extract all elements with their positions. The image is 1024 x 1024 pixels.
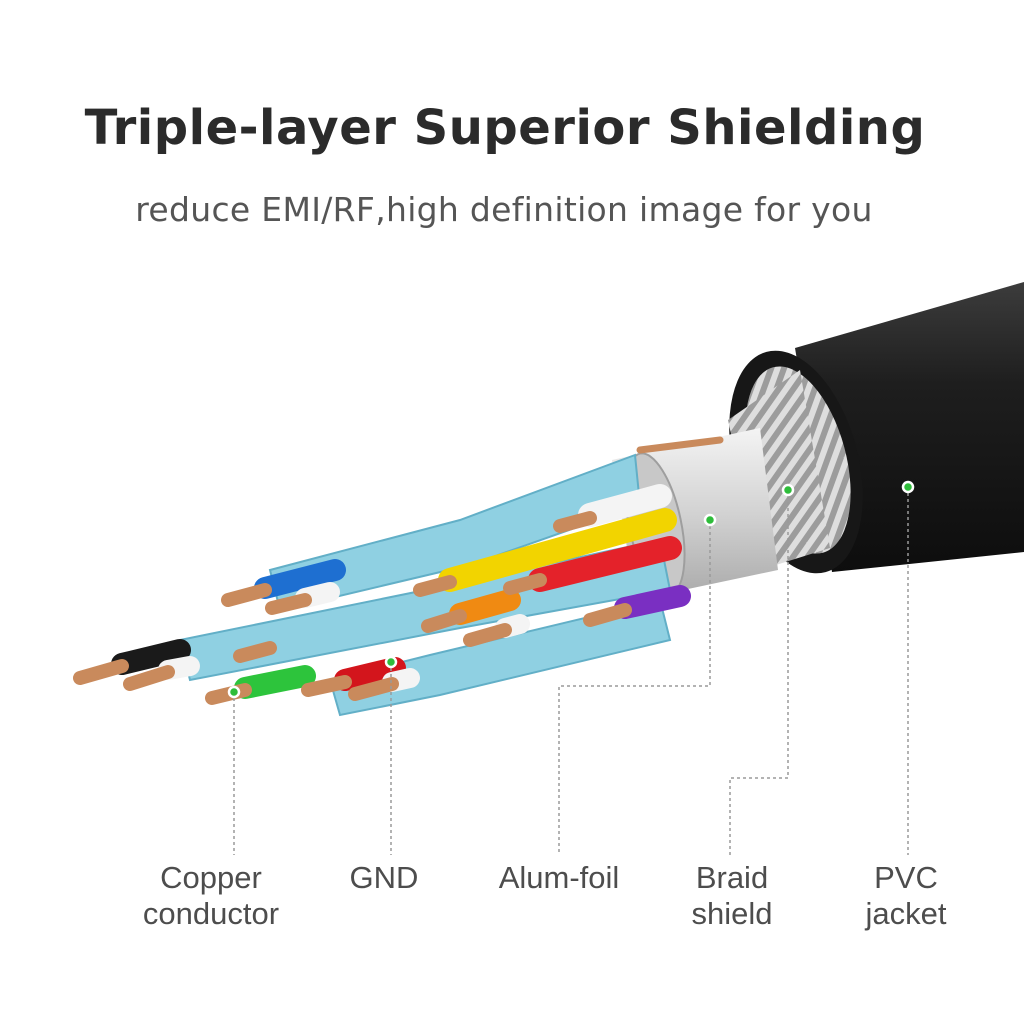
colored-wires [111, 484, 691, 699]
marker-gnd [384, 655, 398, 669]
leader-braid [729, 490, 789, 855]
wire-red-bottom [334, 657, 406, 691]
wire-yellow [438, 508, 677, 592]
wire-black [111, 639, 191, 675]
wire-purple [614, 585, 691, 619]
wire-white-top [578, 484, 672, 527]
label-gnd: GND [349, 860, 419, 895]
label-alum-foil: Alum-foil [498, 860, 620, 895]
marker-copper [227, 685, 241, 699]
marker-braid [781, 483, 795, 497]
callout-lines [233, 487, 909, 855]
leader-foil [558, 520, 711, 855]
wire-orange [449, 589, 521, 625]
wire-red-top [528, 536, 682, 592]
label-pvc-jacket: PVC jacket [865, 860, 947, 931]
label-copper-conductor: Copper conductor [142, 860, 280, 931]
marker-foil [703, 513, 717, 527]
page-title: Triple-layer Superior Shielding [84, 100, 926, 156]
page-subtitle: reduce EMI/RF,high definition image for … [135, 190, 873, 229]
label-braid-shield: Braid shield [691, 860, 773, 931]
wire-green [234, 665, 316, 699]
wire-blue [254, 559, 346, 599]
marker-dots [227, 480, 915, 699]
marker-jacket [901, 480, 915, 494]
